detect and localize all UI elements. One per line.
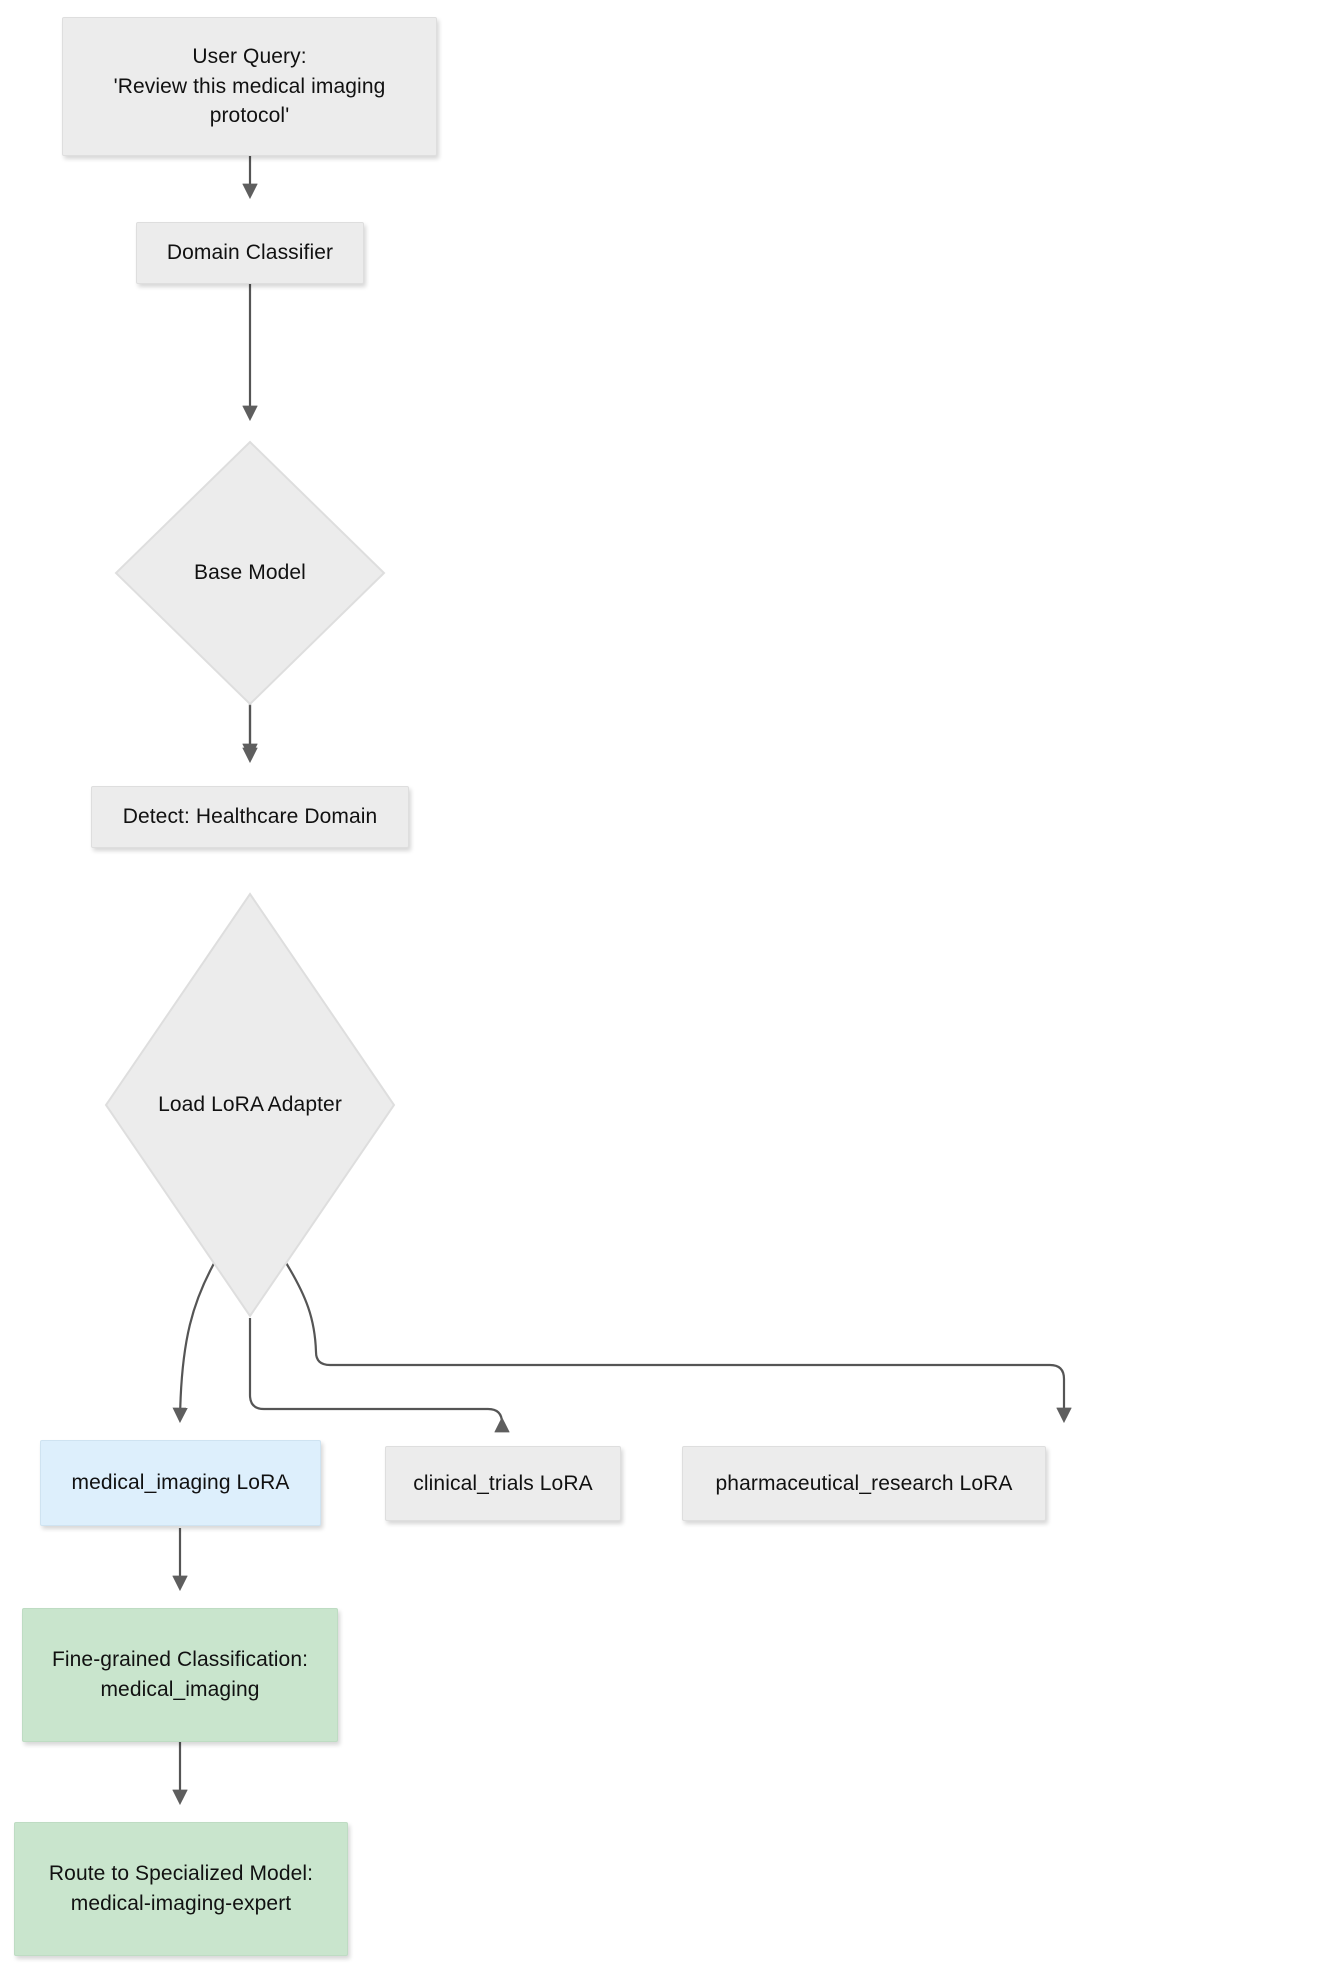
node-detect-healthcare-domain[interactable]: Detect: Healthcare Domain	[91, 786, 409, 848]
node-clinical-trials-lora-label: clinical_trials LoRA	[413, 1471, 593, 1495]
node-load-lora-adapter[interactable]: Load LoRA Adapter	[104, 892, 396, 1318]
node-base-model-label: Base Model	[194, 561, 306, 584]
node-medical-imaging-lora-label: medical_imaging LoRA	[71, 1471, 290, 1495]
edge-load-lora-to-pharmaceutical-research	[282, 1257, 1072, 1424]
node-domain-classifier-label: Domain Classifier	[166, 241, 334, 265]
node-pharmaceutical-research-lora[interactable]: pharmaceutical_research LoRA	[682, 1446, 1046, 1521]
edge-load-lora-to-clinical-trials	[248, 1318, 510, 1433]
node-medical-imaging-lora[interactable]: medical_imaging LoRA	[40, 1440, 321, 1526]
node-domain-classifier[interactable]: Domain Classifier	[136, 222, 364, 284]
node-clinical-trials-lora[interactable]: clinical_trials LoRA	[385, 1446, 621, 1521]
node-fine-grained-classification-label: Fine-grained Classification: medical_ima…	[51, 1648, 309, 1701]
node-detect-healthcare-domain-label: Detect: Healthcare Domain	[122, 805, 378, 829]
node-user-query[interactable]: User Query: 'Review this medical imaging…	[62, 17, 437, 156]
node-pharmaceutical-research-lora-label: pharmaceutical_research LoRA	[715, 1471, 1013, 1495]
node-load-lora-adapter-label: Load LoRA Adapter	[158, 1093, 342, 1116]
load-lora-adapter-diamond-shape	[104, 892, 396, 1318]
node-user-query-label: User Query: 'Review this medical imaging…	[113, 44, 386, 128]
node-base-model[interactable]: Base Model	[114, 440, 386, 706]
base-model-diamond-shape	[114, 440, 386, 706]
node-route-to-specialized-model-label: Route to Specialized Model: medical-imag…	[48, 1862, 314, 1915]
node-route-to-specialized-model[interactable]: Route to Specialized Model: medical-imag…	[14, 1822, 348, 1956]
node-fine-grained-classification[interactable]: Fine-grained Classification: medical_ima…	[22, 1608, 338, 1742]
